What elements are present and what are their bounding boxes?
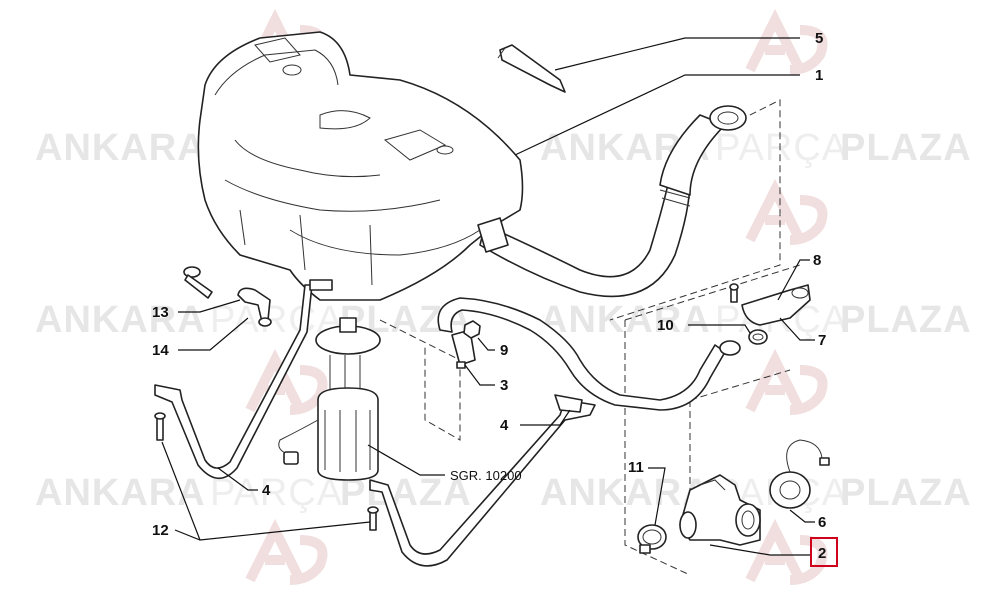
leader-1 — [514, 74, 800, 156]
watermark: ANKARA PARÇA PLAZA ANKARA PARÇA PLAZA AN… — [35, 8, 972, 585]
callout-4-top: 4 — [500, 417, 509, 434]
tank-strap-right — [369, 394, 596, 567]
leader-2 — [709, 544, 810, 556]
leader-10 — [688, 324, 751, 334]
leader-sgr — [367, 444, 445, 476]
watermark-brand-a: ANKARA — [35, 127, 206, 169]
part-13-bolt — [183, 266, 213, 299]
tank-strap-left — [154, 279, 333, 480]
leader-7 — [779, 317, 815, 341]
leader-5 — [554, 37, 800, 71]
watermark-brand-b: PARÇA — [715, 127, 848, 169]
callout-2: 2 — [818, 545, 826, 562]
callout-10: 10 — [657, 317, 674, 334]
leader-4-bottom — [217, 467, 258, 491]
leader-6 — [789, 509, 815, 523]
callout-1: 1 — [815, 67, 823, 84]
fuel-pump-module — [278, 317, 381, 481]
leader-12b — [161, 441, 201, 541]
watermark-brand-c: PLAZA — [840, 472, 972, 514]
leader-4-top — [520, 409, 571, 426]
watermark-brand-a: ANKARA — [35, 472, 206, 514]
callout-12: 12 — [152, 522, 169, 539]
leader-3 — [464, 364, 495, 386]
callout-7: 7 — [818, 332, 826, 349]
watermark-brand-c: PLAZA — [840, 127, 972, 169]
fuel-tank — [197, 31, 524, 301]
part-11-hose-clamp — [637, 524, 667, 554]
leader-14 — [178, 317, 249, 351]
part-12-bolts — [154, 412, 379, 531]
vent-pipe — [437, 297, 741, 411]
callout-9: 9 — [500, 342, 508, 359]
callout-4-bottom: 4 — [262, 482, 271, 499]
callout-5: 5 — [815, 30, 823, 47]
part-10-clamp — [748, 329, 768, 345]
callout-13: 13 — [152, 304, 169, 321]
callout-numbers: 5 1 8 7 10 9 3 4 13 14 4 12 SGR. 10200 1… — [152, 30, 838, 567]
reference-label: SGR. 10200 — [450, 468, 522, 483]
callout-6: 6 — [818, 514, 826, 531]
filler-neck-hose — [477, 105, 747, 298]
callout-2-highlight-box — [810, 537, 838, 567]
callout-3: 3 — [500, 377, 508, 394]
part-7-bracket — [741, 284, 811, 326]
leader-13 — [178, 299, 241, 313]
watermark-brand-a: ANKARA — [35, 299, 206, 341]
callout-11: 11 — [628, 459, 644, 476]
leader-11 — [648, 467, 666, 526]
part-5-pin — [497, 44, 566, 93]
leader-9 — [477, 337, 495, 351]
watermark-brand-b: PARÇA — [210, 472, 343, 514]
part-8-screw — [729, 283, 739, 303]
part-9-nut — [463, 320, 481, 339]
callout-14: 14 — [152, 342, 169, 359]
part-2-filler-assembly — [679, 474, 761, 546]
grouping-dashed-lines — [379, 99, 801, 576]
leader-8 — [777, 259, 810, 301]
leader-lines — [161, 37, 815, 556]
part-14-elbow — [237, 287, 272, 327]
part-6-cap — [769, 439, 830, 509]
callout-8: 8 — [813, 252, 821, 269]
watermark-brand-c: PLAZA — [840, 299, 972, 341]
